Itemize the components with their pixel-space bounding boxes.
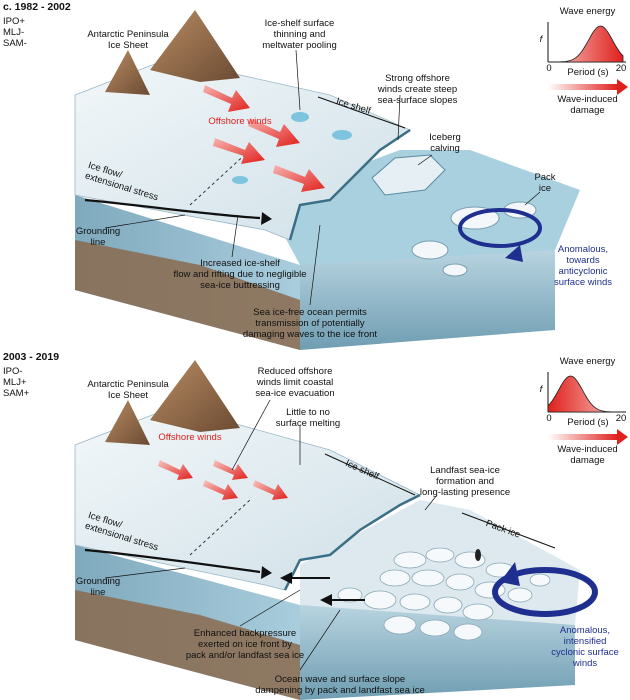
offshore-wind-arrows — [158, 460, 288, 500]
wind-circulation-arrowhead — [500, 562, 520, 586]
pack-ice-floes — [337, 547, 551, 641]
pack-ice-label: Pack ice — [534, 172, 556, 194]
ice-sheet-label: Antarctic Peninsula Ice Sheet — [87, 29, 169, 51]
wave-damage-label: Wave-induced damage — [557, 444, 618, 466]
wave-x1: 20 — [615, 413, 627, 424]
ice-flow-arrow — [84, 548, 261, 574]
wave-energy-title: Wave energy — [559, 356, 616, 367]
block-right-face — [300, 605, 575, 700]
mountain-large — [150, 10, 240, 82]
ice-flow-arrow — [84, 198, 261, 220]
penguin — [475, 549, 481, 561]
ice-shelf-bracket — [324, 453, 416, 496]
block-diagram-1 — [74, 10, 628, 350]
dampening-label: Ocean wave and surface slope dampening b… — [255, 674, 425, 696]
bedrock — [75, 590, 300, 700]
wave-period-label: Period (s) — [567, 417, 609, 428]
wave-chart-2 — [547, 372, 628, 445]
wind-circulation — [458, 208, 542, 248]
damage-gradient-bar — [548, 434, 618, 440]
ice-flow-arrowhead — [261, 212, 272, 225]
block-diagram-2 — [74, 360, 628, 700]
melt-pool — [332, 130, 352, 140]
damage-arrowhead — [617, 79, 628, 95]
ice-flow-arrowhead — [261, 566, 272, 579]
wave-period-label: Period (s) — [567, 67, 609, 78]
wind-circulation-arrowhead — [505, 245, 523, 262]
wave-x1: 20 — [615, 63, 627, 74]
floe — [411, 240, 449, 260]
panel-2003-2019: 2003 - 2019 IPO- MLJ+ SAM+ Antarctic Pen… — [0, 350, 630, 700]
reduced-winds-label: Reduced offshore winds limit coastal sea… — [255, 366, 335, 399]
mountain-small — [105, 50, 150, 95]
ice-front-edge — [283, 493, 421, 591]
mountain-small — [105, 400, 150, 445]
wave-energy-title: Wave energy — [559, 6, 616, 17]
damage-gradient-bar — [548, 84, 618, 90]
offshore-winds-label: Offshore winds — [208, 116, 272, 127]
mountain-large — [150, 360, 240, 432]
iceberg-shape — [371, 154, 446, 196]
grounding-line-dashes — [189, 499, 251, 556]
index-ipo: IPO- — [3, 366, 23, 377]
damage-arrowhead — [617, 429, 628, 445]
surface-melt-label: Ice-shelf surface thinning and meltwater… — [262, 18, 337, 51]
bedrock — [75, 240, 300, 350]
iceberg-label: Iceberg calving — [429, 132, 461, 154]
wave-chart-1 — [547, 22, 628, 95]
pack-ice-bracket — [461, 512, 556, 549]
index-sam: SAM+ — [3, 388, 30, 399]
wave-f-label: f — [539, 384, 543, 395]
wave-spectrum-curve — [548, 25, 624, 63]
index-ipo: IPO+ — [3, 16, 25, 27]
index-mlj: MLJ- — [3, 27, 25, 38]
wind-circulation — [492, 567, 598, 617]
index-sam: SAM- — [3, 38, 27, 49]
ice-front-edge — [288, 128, 411, 241]
wave-x0: 0 — [546, 63, 552, 74]
backpressure-label: Enhanced backpressure exerted on ice fro… — [185, 628, 305, 661]
grounding-line-dashes — [189, 149, 251, 206]
melt-pool — [232, 176, 248, 184]
leader-lines-2 — [104, 399, 438, 671]
floe — [442, 263, 468, 277]
landfast-label: Landfast sea-ice formation and long-last… — [419, 465, 511, 498]
ice-shelf-bracket — [317, 96, 406, 129]
wave-x0: 0 — [546, 413, 552, 424]
wave-f-label: f — [539, 34, 543, 45]
ice-sheet-label: Antarctic Peninsula Ice Sheet — [87, 379, 169, 401]
leader-lines-1 — [104, 49, 541, 306]
melt-pool — [291, 112, 309, 122]
strong-winds-label: Strong offshore winds create steep sea-s… — [377, 73, 458, 106]
ocean-waves-label: Sea ice-free ocean permits transmission … — [242, 307, 378, 340]
period-label: 2003 - 2019 — [3, 351, 60, 363]
grounding-line-label: Grounding line — [75, 576, 121, 598]
block-right-face — [300, 250, 555, 350]
offshore-wind-arrows — [203, 85, 325, 192]
little-melt-label: Little to no surface melting — [275, 407, 341, 429]
index-mlj: MLJ+ — [3, 377, 27, 388]
anomalous-winds-label: Anomalous, intensified cyclonic surface … — [551, 625, 619, 669]
flow-rifting-label: Increased ice-shelf flow and rifting due… — [173, 258, 307, 291]
period-label: c. 1982 - 2002 — [3, 1, 71, 13]
grounding-line-label: Grounding line — [75, 226, 121, 248]
offshore-winds-label: Offshore winds — [158, 432, 222, 443]
wave-damage-label: Wave-induced damage — [557, 94, 618, 116]
panel-1982-2002: c. 1982 - 2002 IPO+ MLJ- SAM- Antarctic … — [3, 1, 628, 350]
anomalous-winds-label: Anomalous, towards anticyclonic surface … — [553, 244, 613, 288]
wave-spectrum-curve — [547, 375, 623, 413]
backpressure-arrows — [280, 572, 365, 606]
